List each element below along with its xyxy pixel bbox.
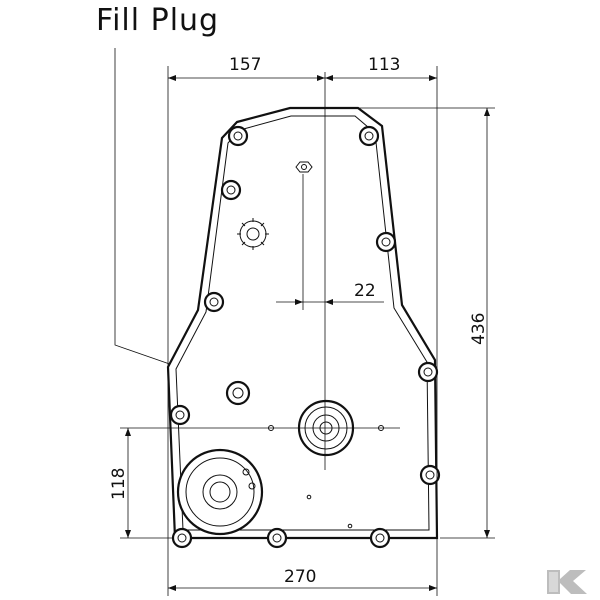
input-shaft: [176, 448, 264, 536]
hex-plug-center: [301, 164, 307, 170]
bolt-boss: [358, 125, 380, 147]
small-hole: [347, 523, 353, 529]
dim-157-label: 157: [229, 55, 261, 75]
bolt-boss: [171, 527, 193, 549]
gear-icon: [237, 218, 269, 250]
small-hole: [306, 494, 312, 500]
dim-118-label: 118: [109, 468, 129, 500]
housing-inner-outline: [175, 115, 430, 531]
bolt-boss: [203, 291, 225, 313]
hex-plug: [295, 161, 313, 173]
dimension-157: 157: [167, 55, 325, 540]
bolt-boss: [419, 464, 441, 486]
dim-436-label: 436: [469, 313, 489, 345]
fill-plug: [225, 380, 251, 406]
bolt-boss: [369, 527, 391, 549]
bolt-boss: [227, 125, 249, 147]
dim-113-label: 113: [368, 55, 400, 75]
dimension-436: 436: [330, 107, 495, 539]
dimension-270: 270: [167, 368, 438, 596]
bolt-boss: [169, 404, 191, 426]
dim-22-label: 22: [354, 281, 376, 301]
dimension-22: 22: [276, 281, 384, 305]
bolt-boss: [417, 361, 439, 383]
drawing-title: Fill Plug: [96, 3, 219, 38]
dimension-113: 113: [325, 55, 438, 368]
bolt-bosses: [169, 125, 441, 549]
kramp-k-icon: [547, 570, 587, 594]
bolt-boss: [220, 179, 242, 201]
dim-270-label: 270: [284, 567, 316, 587]
bolt-boss: [266, 527, 288, 549]
bolt-boss: [375, 231, 397, 253]
dimension-118: 118: [109, 428, 172, 539]
